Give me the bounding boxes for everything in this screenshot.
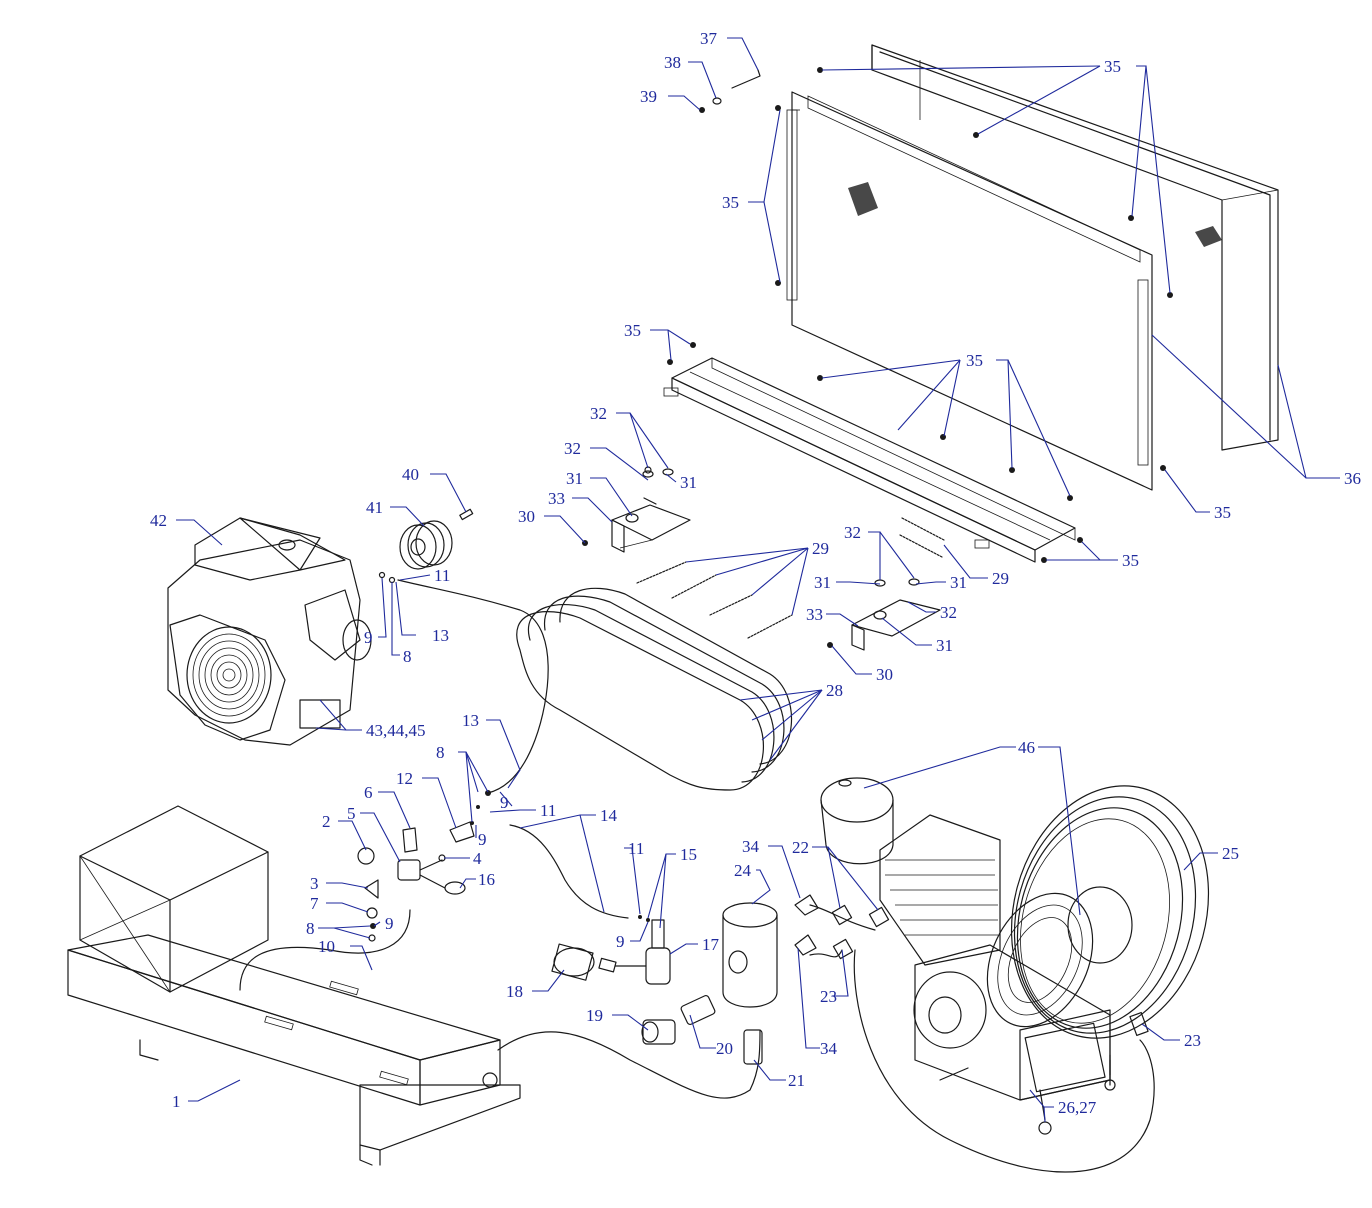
callout-35-channel: 35 bbox=[966, 351, 983, 370]
v-belts bbox=[516, 587, 792, 791]
callout-15: 15 bbox=[680, 845, 697, 864]
compressor-flywheel bbox=[1010, 785, 1210, 1039]
callout-35-top: 35 bbox=[1104, 57, 1121, 76]
callout-2: 2 bbox=[322, 812, 331, 831]
callout-14: 14 bbox=[600, 806, 618, 825]
callout-31-right-a: 31 bbox=[814, 573, 831, 592]
callout-13-upper: 13 bbox=[432, 626, 449, 645]
callout-9-middle-a: 9 bbox=[500, 793, 509, 812]
callout-42: 42 bbox=[150, 511, 167, 530]
callout-29-right: 29 bbox=[992, 569, 1009, 588]
callout-32-right-b: 32 bbox=[940, 603, 957, 622]
callout-18: 18 bbox=[506, 982, 523, 1001]
callout-31-right-b: 31 bbox=[950, 573, 967, 592]
callout-35-right-a: 35 bbox=[1214, 503, 1231, 522]
callout-5: 5 bbox=[347, 804, 356, 823]
vent-grille-front bbox=[848, 182, 878, 216]
callout-20: 20 bbox=[716, 1039, 733, 1058]
callout-39: 39 bbox=[640, 87, 657, 106]
check-valve-assembly bbox=[551, 919, 763, 1065]
callout-35-bracket: 35 bbox=[624, 321, 641, 340]
callout-7: 7 bbox=[310, 894, 319, 913]
callout-31-left-b: 31 bbox=[566, 469, 583, 488]
callout-13-lower: 13 bbox=[462, 711, 479, 730]
callout-17: 17 bbox=[702, 935, 720, 954]
callout-30-right: 30 bbox=[876, 665, 893, 684]
callout-40: 40 bbox=[402, 465, 419, 484]
callout-labels: 1 2 3 4 5 6 7 8 8 8 9 9 9 9 9 10 11 11 1… bbox=[150, 29, 1361, 1117]
motor-mount-bracket-right bbox=[827, 578, 941, 651]
callout-6: 6 bbox=[364, 783, 373, 802]
callout-19: 19 bbox=[586, 1006, 603, 1025]
callout-9-lower: 9 bbox=[616, 932, 625, 951]
callout-34-lower: 34 bbox=[820, 1039, 838, 1058]
callout-33-right: 33 bbox=[806, 605, 823, 624]
callout-28: 28 bbox=[826, 681, 843, 700]
callout-41: 41 bbox=[366, 498, 383, 517]
callout-10: 10 bbox=[318, 937, 335, 956]
callout-8-lower: 8 bbox=[306, 919, 315, 938]
callout-26-27: 26,27 bbox=[1058, 1098, 1097, 1117]
callout-38: 38 bbox=[664, 53, 681, 72]
callout-25: 25 bbox=[1222, 844, 1239, 863]
callout-8-upper: 8 bbox=[403, 647, 412, 666]
fittings-22-23 bbox=[831, 904, 1149, 1037]
callout-35-left: 35 bbox=[722, 193, 739, 212]
compressor-pump bbox=[820, 777, 1133, 1101]
belt-guard-bottom-channel bbox=[663, 357, 1076, 563]
belt-guard-rear-shell bbox=[871, 44, 1279, 451]
callout-4: 4 bbox=[473, 849, 482, 868]
callout-1: 1 bbox=[172, 1092, 181, 1111]
engine bbox=[167, 517, 372, 746]
mounting-bolts-26-27 bbox=[1038, 1059, 1111, 1135]
callout-34-upper: 34 bbox=[742, 837, 760, 856]
callout-33-left: 33 bbox=[548, 489, 565, 508]
callout-9-fittings: 9 bbox=[385, 914, 394, 933]
callout-32-right-a: 32 bbox=[844, 523, 861, 542]
leader-lines bbox=[176, 37, 1340, 1123]
callout-12: 12 bbox=[396, 769, 413, 788]
callout-23-left: 23 bbox=[820, 987, 837, 1006]
callout-35-right-b: 35 bbox=[1122, 551, 1139, 570]
callout-23-right: 23 bbox=[1184, 1031, 1201, 1050]
callout-8-middle: 8 bbox=[436, 743, 445, 762]
callout-31-right-c: 31 bbox=[936, 636, 953, 655]
callout-24: 24 bbox=[734, 861, 752, 880]
belt-guard-front-panel bbox=[786, 91, 1153, 491]
callout-29-upper: 29 bbox=[812, 539, 829, 558]
callout-32-left-b: 32 bbox=[564, 439, 581, 458]
engine-pulley bbox=[399, 508, 474, 570]
callout-11-upper: 11 bbox=[434, 566, 450, 585]
callout-11-middle: 11 bbox=[540, 801, 556, 820]
callout-36: 36 bbox=[1344, 469, 1361, 488]
callout-46: 46 bbox=[1018, 738, 1035, 757]
callout-32-left-a: 32 bbox=[590, 404, 607, 423]
callout-11-lower: 11 bbox=[628, 839, 644, 858]
receiver-tank bbox=[722, 894, 819, 1008]
base-frame bbox=[67, 805, 521, 1166]
callout-3: 3 bbox=[310, 874, 319, 893]
hardware-screws bbox=[667, 67, 1173, 563]
tension-springs bbox=[636, 517, 945, 639]
fittings-cluster bbox=[357, 571, 650, 942]
callout-43-44-45: 43,44,45 bbox=[366, 721, 426, 740]
callout-16: 16 bbox=[478, 870, 495, 889]
callout-22: 22 bbox=[792, 838, 809, 857]
motor-mount-bracket-left bbox=[582, 466, 691, 553]
callout-9-middle-b: 9 bbox=[478, 830, 487, 849]
vent-grille-rear bbox=[1195, 226, 1222, 247]
engine-fan-screen bbox=[186, 626, 272, 724]
callout-21: 21 bbox=[788, 1071, 805, 1090]
callout-9-upper: 9 bbox=[364, 628, 373, 647]
callout-30-left: 30 bbox=[518, 507, 535, 526]
callout-37: 37 bbox=[700, 29, 718, 48]
tubes bbox=[239, 579, 1155, 1173]
callout-31-left-a: 31 bbox=[680, 473, 697, 492]
